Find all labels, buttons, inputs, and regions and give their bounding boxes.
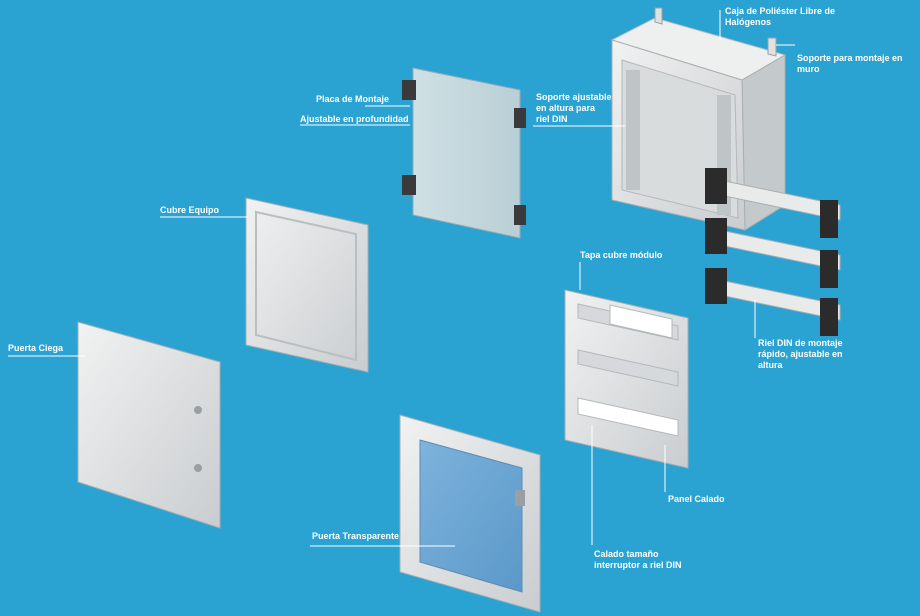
label-puerta-ciega: Puerta Ciega [8, 343, 64, 353]
transparent-door [399, 414, 541, 613]
label-soporte-din: Soporte ajustable en altura para riel DI… [536, 92, 612, 124]
label-panel-calado: Panel Calado [668, 494, 725, 504]
module-cover-panel [564, 289, 689, 469]
label-tapa-modulo: Tapa cubre módulo [580, 250, 663, 260]
din-rails [705, 168, 841, 336]
label-puerta-transparente: Puerta Transparente [312, 531, 400, 541]
label-ajustable: Ajustable en profundidad [300, 114, 409, 124]
label-soporte-muro: Soporte para montaje en muro [797, 53, 903, 74]
label-riel-din: Riel DIN de montaje rápido, ajustable en… [758, 338, 843, 370]
label-calado-tamano: Calado tamaño interruptor a riel DIN [594, 549, 682, 570]
label-placa: Placa de Montaje [316, 94, 390, 104]
blind-door [77, 321, 221, 529]
leader-lines [8, 10, 795, 547]
mounting-plate [402, 67, 526, 239]
equipment-cover [245, 197, 369, 373]
label-cubre-equipo: Cubre Equipo [160, 205, 219, 215]
label-caja: Caja de Poliéster Libre de Halógenos [725, 6, 836, 27]
